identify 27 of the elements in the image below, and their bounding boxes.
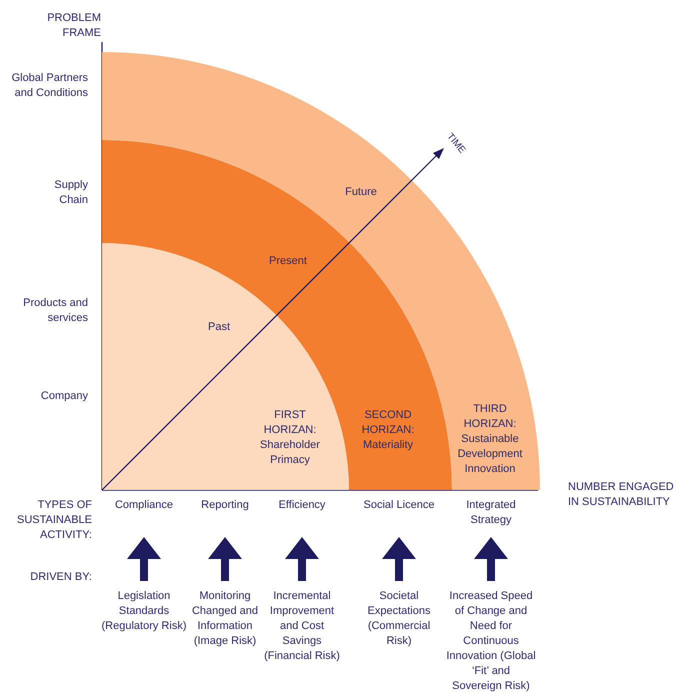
activity-label: Social Licence bbox=[354, 498, 444, 534]
arrow bbox=[382, 537, 416, 581]
axis-label: Supply Chain bbox=[53, 178, 88, 208]
axis-label: PROBLEM FRAME bbox=[46, 11, 101, 41]
arrow bbox=[127, 537, 161, 581]
driver-label: Societal Expectations (Commercial Risk) bbox=[359, 589, 439, 649]
driver-label: Monitoring Changed and Information (Image Risk) bbox=[190, 589, 260, 649]
time-period-label: Present bbox=[268, 254, 308, 269]
arrow bbox=[208, 537, 242, 581]
activity-label: Integrated Strategy bbox=[446, 498, 536, 534]
driver-label: Incremental Improvement and Cost Savings (Financial Risk) bbox=[262, 589, 342, 664]
axis-label: Products and services bbox=[22, 296, 88, 326]
time-period-label: Future bbox=[344, 185, 378, 200]
axis-label: Global Partners and Conditions bbox=[10, 71, 88, 101]
horizon-label: SECOND HORIZAN: Materiality bbox=[360, 408, 416, 453]
driver-label: Legislation Standards (Regulatory Risk) bbox=[98, 589, 190, 634]
axis-label: DRIVEN BY: bbox=[29, 570, 92, 585]
driver-label: Increased Speed of Change and Need for Continuous Innovation (Global ‘Fit’ and Sovereign Risk) bbox=[446, 589, 536, 693]
horizon-label: FIRST HORIZAN: Shareholder Primacy bbox=[259, 408, 321, 468]
time-period-label: Past bbox=[206, 320, 231, 335]
arrow bbox=[474, 537, 508, 581]
axis-label: Company bbox=[40, 389, 88, 404]
axis-label: NUMBER ENGAGED IN SUSTAINABILITY bbox=[568, 480, 675, 510]
arrow bbox=[285, 537, 319, 581]
axis-label: TYPES OF SUSTAINABLE ACTIVITY: bbox=[16, 498, 92, 543]
horizon-band bbox=[102, 243, 349, 490]
horizon-label: THIRD HORIZAN: Sustainable Development Innovation bbox=[456, 402, 524, 477]
